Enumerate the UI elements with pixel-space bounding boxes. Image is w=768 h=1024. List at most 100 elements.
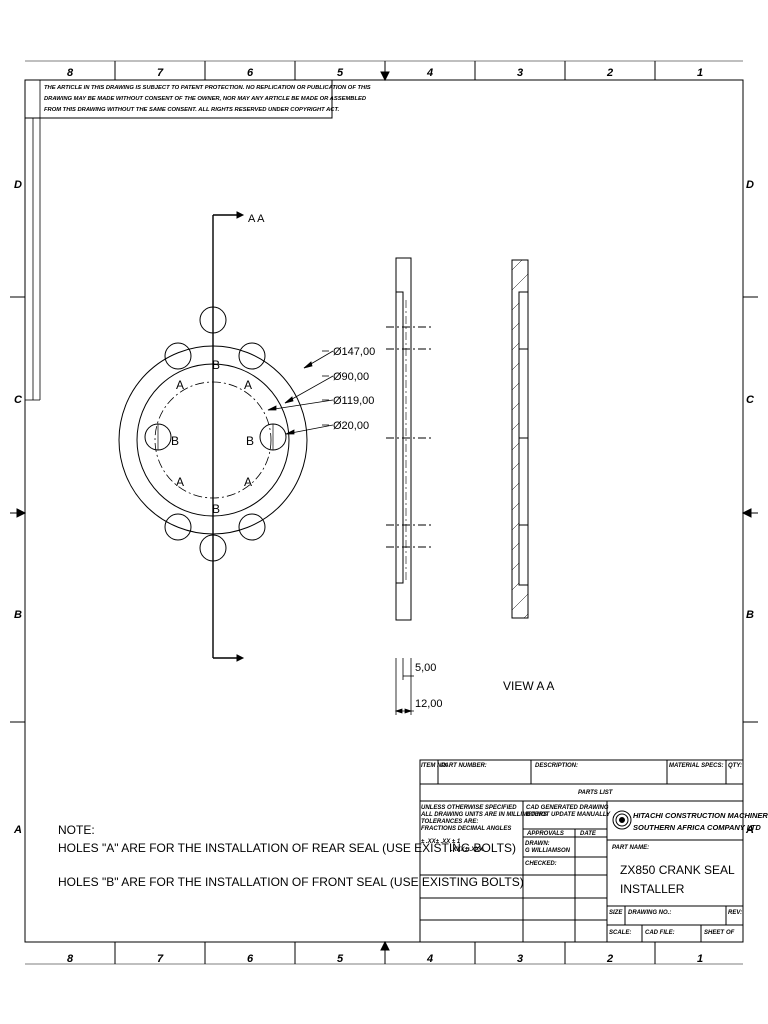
patent-notice-line: THE ARTICLE IN THIS DRAWING IS SUBJECT T… (44, 85, 371, 91)
column-label: 6 (247, 67, 254, 79)
hole-label-b: B (212, 358, 220, 372)
hole-label-a: A (244, 378, 252, 392)
dimension-label: Ø20,00 (333, 420, 369, 432)
column-label: 4 (426, 953, 433, 965)
note-line: HOLES "B" ARE FOR THE INSTALLATION OF FR… (58, 875, 524, 889)
row-label: B (14, 609, 22, 621)
side-view (511, 259, 529, 619)
spec-line: ALL DRAWING UNITS ARE IN MILLIMETERS (420, 812, 547, 818)
bolt-hole (164, 342, 192, 370)
zone-ticks-top (114, 61, 656, 80)
dimension-label: Ø90,00 (333, 371, 369, 383)
spec-line: TOLERANCES ARE: (421, 819, 478, 825)
bolt-hole (164, 513, 192, 541)
date-label: DATE (580, 831, 597, 837)
patent-notice-line: FROM THIS DRAWING WITHOUT THE SAME CONSE… (44, 107, 340, 113)
dimension-labels: Ø147,00 Ø90,00 Ø119,00 Ø20,00 (333, 346, 375, 432)
part-name: ZX850 CRANK SEAL INSTALLER (620, 863, 735, 896)
drawing-frame (24, 79, 744, 943)
hole-label-a: A (244, 475, 252, 489)
bolt-hole (238, 513, 266, 541)
hole-labels: B B B B A A A A (171, 358, 254, 516)
scale-label: SCALE: (609, 930, 631, 936)
revision-strip (25, 118, 41, 401)
dimension-leaders (267, 350, 334, 435)
column-labels-top: 8 7 6 5 4 3 2 1 (67, 67, 703, 79)
column-label: 3 (517, 67, 523, 79)
title-block-labels: ITEM NO. PART NUMBER: DESCRIPTION: MATER… (420, 763, 742, 936)
bolt-hole (238, 342, 266, 370)
material-specs-label: MATERIAL SPECS: (669, 763, 723, 769)
hole-label-a: A (176, 475, 184, 489)
part-name-line: INSTALLER (620, 882, 685, 896)
cad-file-label: CAD FILE: (645, 930, 675, 936)
spec-line: FRACTIONS DECIMAL ANGLES (421, 826, 511, 832)
row-label: D (746, 179, 754, 191)
zone-ticks-bottom (114, 942, 656, 964)
part-name-line: ZX850 CRANK SEAL (620, 863, 735, 877)
column-label: 4 (426, 67, 433, 79)
patent-notice: THE ARTICLE IN THIS DRAWING IS SUBJECT T… (24, 79, 371, 119)
column-label: 2 (606, 953, 613, 965)
column-label: 1 (697, 67, 703, 79)
section-view (386, 257, 432, 621)
dimension-label: Ø147,00 (333, 346, 375, 358)
part-number-label: PART NUMBER: (441, 763, 487, 769)
row-label: D (14, 179, 22, 191)
row-labels: D C B A D C B A (13, 179, 755, 836)
hole-label-a: A (176, 378, 184, 392)
company-name: HITACHI CONSTRUCTION MACHINERY SOUTHERN … (633, 811, 768, 832)
notes: NOTE: HOLES "A" ARE FOR THE INSTALLATION… (58, 823, 524, 889)
column-labels-bottom: 8 7 6 5 4 3 2 1 (67, 953, 703, 965)
dimension-label: Ø119,00 (333, 395, 374, 407)
row-label: A (13, 824, 22, 836)
company-logo (612, 810, 632, 830)
note-title: NOTE: (58, 823, 95, 837)
size-label: SIZE (609, 910, 623, 916)
hole-label-b: B (246, 434, 254, 448)
spec-line: UNLESS OTHERWISE SPECIFIED (421, 805, 517, 811)
hole-label-b: B (171, 434, 179, 448)
column-label: 3 (517, 953, 523, 965)
cad-line: DO NOT UPDATE MANUALLY (526, 812, 611, 818)
tolerance-row: .XXX± .XXX (451, 847, 484, 853)
column-label: 8 (67, 953, 74, 965)
title-block (419, 759, 744, 943)
dimension-label: 12,00 (415, 698, 443, 710)
patent-notice-line: DRAWING MAY BE MADE WITHOUT CONSENT OF T… (44, 96, 367, 102)
thickness-labels: 5,00 12,00 (415, 662, 443, 710)
column-label: 6 (247, 953, 254, 965)
hole-label-b: B (212, 502, 220, 516)
description-label: DESCRIPTION: (535, 763, 578, 769)
drawn-by: G WILLIAMSON (525, 848, 571, 854)
rev-label: REV: (728, 910, 742, 916)
row-label: C (746, 394, 755, 406)
column-label: 5 (337, 953, 344, 965)
part-name-label: PART NAME: (612, 845, 649, 851)
front-view (118, 211, 308, 662)
note-line: HOLES "A" ARE FOR THE INSTALLATION OF RE… (58, 841, 516, 855)
column-label: 7 (157, 67, 164, 79)
cad-line: CAD GENERATED DRAWING (526, 805, 609, 811)
qty-label: QTY: (728, 763, 742, 769)
column-label: 1 (697, 953, 703, 965)
centering-arrows (10, 61, 758, 964)
thickness-dimensions (394, 658, 414, 715)
zone-ticks-sides (10, 296, 758, 723)
column-label: 2 (606, 67, 613, 79)
row-label: C (14, 394, 23, 406)
dimension-dashes (322, 350, 329, 426)
column-label: 8 (67, 67, 74, 79)
row-label: B (746, 609, 754, 621)
row-label: A (745, 824, 754, 836)
approvals-label: APPROVALS (526, 831, 564, 837)
dimension-label: 5,00 (415, 662, 436, 674)
of-label: OF (726, 930, 735, 936)
item-no-label: ITEM NO. (421, 763, 448, 769)
checked-label: CHECKED: (525, 861, 557, 867)
drawing-no-label: DRAWING NO.: (628, 910, 671, 916)
company-line: SOUTHERN AFRICA COMPANY LTD (633, 823, 761, 832)
view-label: VIEW A A (503, 679, 554, 693)
column-label: 7 (157, 953, 164, 965)
